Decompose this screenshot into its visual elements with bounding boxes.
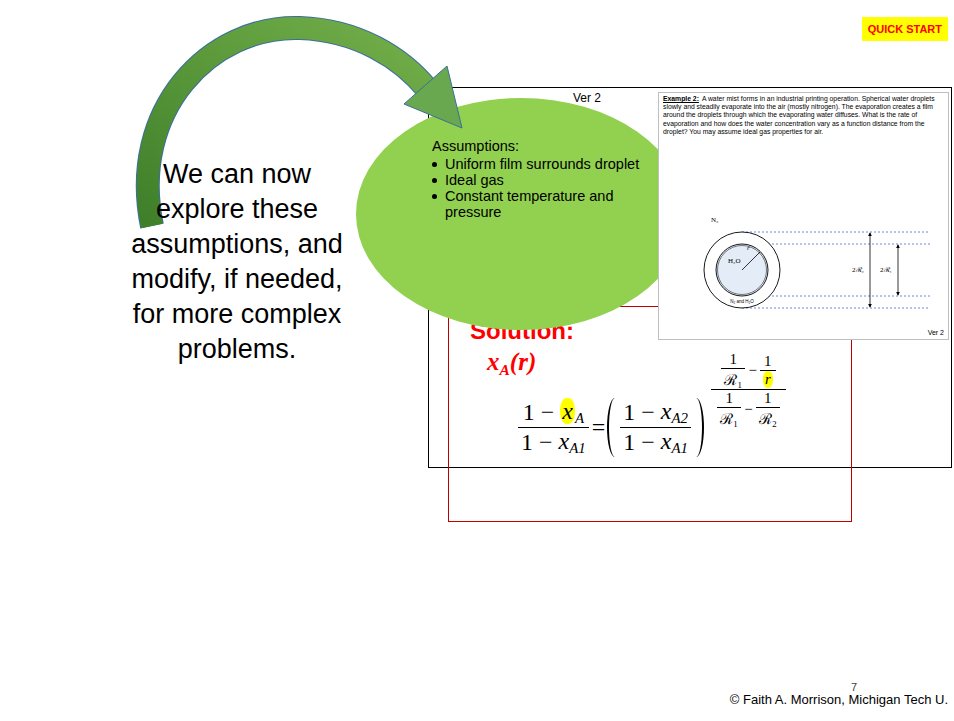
denominator: r <box>760 370 776 388</box>
paren-symbol <box>696 398 704 458</box>
equation-text: = <box>592 414 606 441</box>
equation-text: x <box>661 398 672 424</box>
equation-text: 1 − <box>623 429 655 456</box>
equation-text: 1 − <box>521 429 553 456</box>
symbol: xA <box>487 348 510 379</box>
numerator: 1 −xA <box>520 398 587 427</box>
bullet-row: Constant temperature and pressure <box>432 188 657 220</box>
symbol: xA2 <box>661 398 688 427</box>
equation-text: ℛ₂ <box>759 408 777 428</box>
assumption-list: Assumptions: Uniform film surrounds dropl… <box>432 138 657 220</box>
equation-text: 1 <box>730 351 738 368</box>
equation-text: x <box>559 428 570 454</box>
example-paragraph: Example 2:A water mist forms in an indus… <box>663 95 943 136</box>
denominator: ℛ₁ <box>717 407 741 428</box>
equation-text: − <box>748 362 756 379</box>
badge-text: QUICK START <box>868 23 942 35</box>
diagram-label: N₂ and H₂O <box>730 299 754 304</box>
numerator: 1 <box>761 353 775 370</box>
bullet-row: Uniform film surrounds droplet <box>432 156 657 172</box>
bullet-dot <box>432 178 437 183</box>
denominator: 1 −xA1 <box>620 427 691 457</box>
denominator: ℛ₂ <box>756 407 780 428</box>
exponent: 1ℛ₁−1r1ℛ₁−1ℛ₂ <box>708 351 789 428</box>
bullet-row: Ideal gas <box>432 172 657 188</box>
slide-text: We can now explore these assumptions, an… <box>122 157 352 367</box>
version-tag: Ver 2 <box>573 91 601 105</box>
list-heading: Assumptions: <box>432 138 657 154</box>
denominator: 1ℛ₁−1ℛ₂ <box>711 389 786 428</box>
equation-text: A1 <box>671 440 688 456</box>
equation-text: 1 − <box>523 399 555 426</box>
page-number: 7 <box>851 681 857 693</box>
equation-text: x <box>560 398 575 424</box>
paren-symbol <box>607 398 615 458</box>
dimension-label: 2ℛ₁ <box>880 265 892 274</box>
equation-text: A2 <box>671 410 688 426</box>
equation-text: A <box>575 410 584 426</box>
fraction: 1ℛ₁ <box>721 351 745 389</box>
equation-text: x <box>487 348 500 375</box>
numerator: 1ℛ₁−1r <box>715 351 782 389</box>
symbol: xA <box>560 398 584 427</box>
diagram-label: r <box>747 244 750 252</box>
fraction: 1r <box>760 353 776 388</box>
bullet-text: Constant temperature and pressure <box>445 188 645 220</box>
equation-text: A1 <box>569 440 586 456</box>
bullet-text: Ideal gas <box>445 172 645 188</box>
copyright-footer: © Faith A. Morrison, Michigan Tech U. <box>730 692 948 707</box>
numerator: 1 <box>727 351 741 368</box>
diagram-label: N₂ <box>711 216 719 224</box>
parenthesis-group: 1 −xA21 −xA1 <box>607 398 704 458</box>
numerator: 1 −xA2 <box>620 398 691 427</box>
denominator: 1 −xA1 <box>518 427 589 457</box>
diagram-label: H₂O <box>728 257 741 265</box>
equation-text: − <box>744 401 752 418</box>
slide-thumbnail: Ver 2 Assumptions: Uniform film surrounds … <box>428 87 952 468</box>
fraction: 1ℛ₁ <box>717 390 741 428</box>
version-tag: Ver 2 <box>928 329 944 336</box>
example-text: A water mist forms in an industrial prin… <box>663 95 935 135</box>
fraction: 1 −xA21 −xA1 <box>620 398 691 458</box>
equation-text: 1 <box>764 390 772 407</box>
equation-text: 1 <box>764 353 772 370</box>
bullet-text: Uniform film surrounds droplet <box>445 156 645 172</box>
equation: 1 −xA1 −xA1=1 −xA21 −xA11ℛ₁−1r1ℛ₁−1ℛ₂ <box>515 389 789 466</box>
example-box: Example 2:A water mist forms in an indus… <box>658 92 949 340</box>
equation-text: 1 − <box>623 399 655 426</box>
fraction: 1ℛ₂ <box>756 390 780 428</box>
symbol: xA1 <box>661 428 688 457</box>
equation-text: ℛ₁ <box>720 408 738 428</box>
assumptions-ellipse: Assumptions: Uniform film surrounds dropl… <box>356 98 686 330</box>
equation-text: (r) <box>510 348 536 375</box>
numerator: 1 <box>722 390 736 407</box>
example-heading: Example 2: <box>663 95 699 102</box>
equation-text: 1 <box>725 390 733 407</box>
bullet-dot <box>432 162 437 167</box>
fraction: 1 −xA1 −xA1 <box>518 398 589 458</box>
fraction: 1ℛ₁−1r1ℛ₁−1ℛ₂ <box>711 351 786 428</box>
equation-text: ℛ₁ <box>724 369 742 389</box>
quick-start-badge: QUICK START <box>862 17 948 41</box>
numerator: 1 <box>761 390 775 407</box>
equation-text: x <box>661 428 672 454</box>
equation-text: A <box>500 361 510 378</box>
denominator: ℛ₁ <box>721 368 745 389</box>
dimension-label: 2ℛ₂ <box>852 265 864 274</box>
bullet-dot <box>432 194 437 199</box>
symbol: xA1 <box>559 428 586 457</box>
solution-variable: xA(r) <box>487 348 536 379</box>
equation-text: r <box>763 371 773 388</box>
